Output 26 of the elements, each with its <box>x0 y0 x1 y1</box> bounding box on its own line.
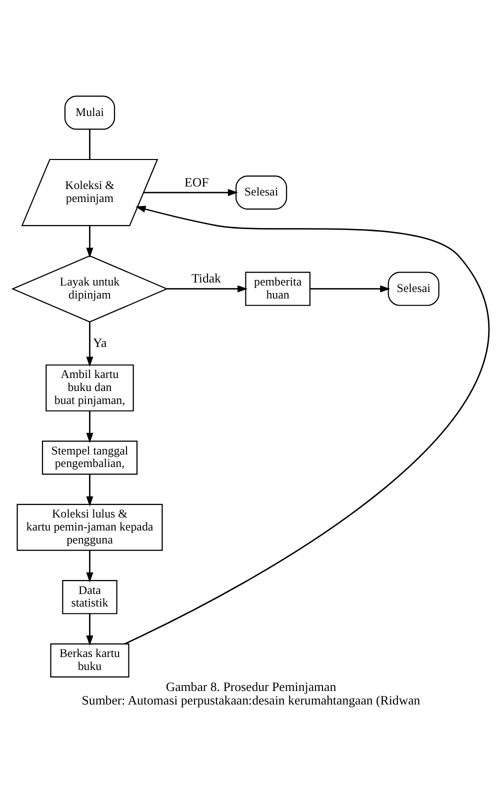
arrow <box>86 411 93 443</box>
arrow <box>86 226 93 258</box>
node-box: Ambil kartu buku dan buat pinjaman, <box>45 364 134 412</box>
node-box: Data statistik <box>62 580 117 614</box>
edge-label: Tidak <box>191 272 220 286</box>
node-box: pemberita huan <box>244 272 310 306</box>
node-box: Stempel tanggal pengembalian, <box>41 440 138 475</box>
arrow <box>143 189 238 196</box>
arrow <box>86 614 93 646</box>
connector <box>88 129 90 160</box>
node-box: Mulai <box>64 96 115 130</box>
diagram-title: Gambar 8. Prosedur Peminjaman <box>165 680 336 694</box>
node-box: Selesai <box>387 272 439 306</box>
node-box: Berkas kartu buku <box>50 643 129 678</box>
node-box: Koleksi lulus & kartu pemin-jaman kepada pengguna <box>16 504 162 551</box>
arrow <box>124 206 489 645</box>
edge-label: Ya <box>92 336 106 350</box>
arrow <box>310 285 390 292</box>
arrow <box>166 285 248 292</box>
arrow <box>86 474 93 506</box>
edge-label: EOF <box>184 175 208 190</box>
node-box: Selesai <box>235 175 287 210</box>
caption: Sumber: Automasi perpustakaan:desain kerumahtangaan (Ridwan <box>81 694 420 708</box>
arrow <box>86 322 93 367</box>
arrow <box>86 550 93 582</box>
node-diamond: Layak untuk dipinjam <box>10 255 168 322</box>
